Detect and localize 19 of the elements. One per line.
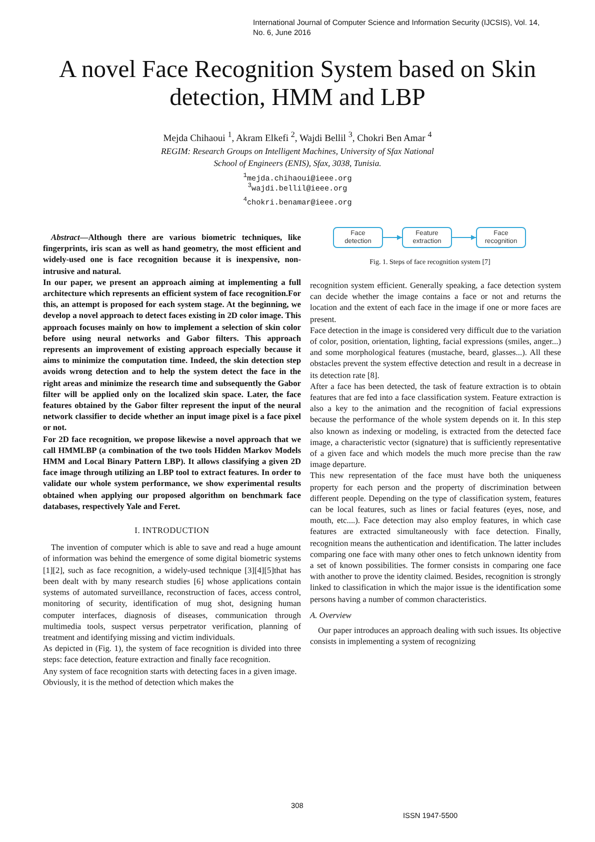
body-paragraph: After a face has been detected, the task of feature extraction is to obtain features that are fed into a face classification system. Feature extraction is also a key to the animation and the recognition of facial expressions because the performance of the whole system depends on it. In this step also known as indexing or modeling, is extracted from the detected face image, a characteristic vector (signature) that is sufficiently representative of a given face and which models the much more precise than the raw image departure. <box>310 380 561 470</box>
body-paragraph: recognition system efficient. Generally speaking, a face detection system can decide whether the image contains a face or not and returns the location and the extent of each face in the image if one or more faces are present. <box>310 280 561 325</box>
body-paragraph: This new representation of the face must have both the uniqueness property for each person and the property of discrimination between different people. Depending on the type of classification system, features can be local features, such as lines or facial features (eyes, nose, and mouth, etc....). Face detection may also employ features, in which case features are extracted simultaneously with face detection. Finally, recognition means the authentication and identification. The latter includes comparing one face with many other ones to fetch unknown identity from a set of known possibilities. The former consists in comparing one face with another to prove the identity claimed. Besides, recognition is strongly linked to classification in which the major issue is the identification some persons having a number of common characteristics. <box>310 470 561 605</box>
arrow <box>382 235 402 240</box>
abstract-paragraph: Abstract—Although there are various biometric techniques, like fingerprints, iris scan as well as hand geometry, the most efficient and widely-used one is face recognition because it is inexpensive, non-intrusive and natural. <box>43 232 301 277</box>
body-paragraph: Obviously, it is the method of detection which makes the <box>43 676 235 688</box>
body-paragraph: Face detection in the image is considered very difficult due to the variation of color, position, orientation, lighting, facial expressions (smiles, anger...) and some morphological features (mustache, beard, glasses...). All these obstacles prevent the system effective detection and result in a decrease in its detection rate [8]. <box>310 324 561 381</box>
body-paragraph: Any system of face recognition starts with detecting faces in a given image. <box>43 666 298 677</box>
paper-title: A novel Face Recognition System based on Skin detection, HMM and LBP <box>58 56 538 112</box>
body-paragraph: Our paper introduces an approach dealing with such issues. Its objective consists in implementing a system of recognizing <box>310 625 561 648</box>
body-paragraph: As depicted in (Fig. 1), the system of face recognition is divided into three steps: face detection, feature extraction and finally face recognition. <box>43 643 301 666</box>
arrow <box>452 235 476 240</box>
section-heading: A. Overview <box>310 610 352 622</box>
author-list: Mejda Chihaoui $^{1}$, Akram Elkefi $^{2}$, Wajdi Bellil $^{3}$, Chokri Ben Amar $^{4}$ <box>50 130 545 144</box>
body-paragraph: The invention of computer which is able to save and read a huge amount of information was behind the emergence of some digital biometric systems [1][2], such as face recognition, a widely-used technique [3][4][5]that has been dealt with by many research studies [6] whose applications contain systems of automated surveillance, reconstruction of faces, access control, monitoring of security, identification of mug shot, designing human computer interfaces, diagnosis of diseases, communication through multimedia tools, suspect versus perpetrator verification, planning of treatment and identifying missing and victim individuals. <box>43 542 301 644</box>
affiliation: REGIM: Research Groups on Intelligent Machines, University of Sfax National School of Engineers (ENIS), Sfax, 3038, Tunisia. <box>160 146 435 169</box>
section-heading: I. INTRODUCTION <box>134 525 210 536</box>
abstract-paragraph: For 2D face recognition, we propose likewise a novel approach that we call HMMLBP (a combination of the two tools Hidden Markov Models HMM and Local Binary Pattern LBP). It allows classifying a given 2D face image through utilizing an LBP tool to extract features. In order to validate our whole system performance, we show experimental results obtained when applying our proposed algorithm on benchmark face databases, respectively Yale and Feret. <box>43 434 301 512</box>
abstract-paragraph: In our paper, we present an approach aiming at implementing a full architecture which represents an efficient system of face recognition.For this, an attempt is proposed for each system stage. At the beginning, we develop a novel approach to detect faces existing in 2D color image. This approach focuses mainly on how to implement a selection of skin color before using neural networks and Gabor filters. This approach represents an improvement of existing approach especially because it aims to minimize the computation time. Indeed, the skin detection step avoids wrong detection and to help the system detect the face in the right areas and minimize the research time and subsequently the Gabor filter will be applied only on the localized skin space. Later, the face features obtained by the Gabor filter represent the input of the neural network classifier to decide whether an input image pixel is a face pixel or not. <box>43 276 301 434</box>
